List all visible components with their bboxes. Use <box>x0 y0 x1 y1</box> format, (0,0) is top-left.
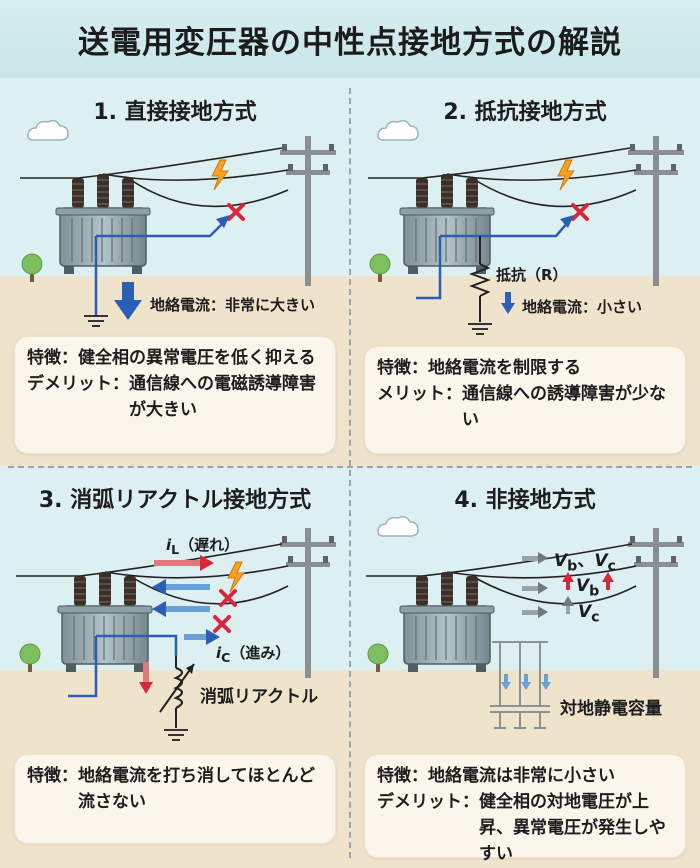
v-symbol: V <box>594 551 608 571</box>
panel-direct-grounding: 1. 直接接地方式 地絡電流：非常に大きい 特徴：健全相の異常電圧を低く抑える … <box>0 78 350 466</box>
v-subscript: b <box>567 558 578 575</box>
capacitance-label: 対地静電容量 <box>560 699 662 719</box>
capacitance-network <box>490 641 550 729</box>
iC-subscript: C <box>221 650 231 665</box>
reactor-icon <box>159 656 195 728</box>
feature-key: 特徴： <box>377 766 428 786</box>
current-arrow-down <box>501 292 515 314</box>
voltage-label-mid: Vb <box>576 576 599 599</box>
iC-label: iC（進み） <box>216 642 290 665</box>
v-subscript: c <box>607 558 616 575</box>
merit-value: 通信線への誘導障害が少ない <box>462 384 666 430</box>
fault-current-path <box>416 219 571 300</box>
resistor-icon <box>469 236 491 322</box>
panel-title: 4. 非接地方式 <box>454 488 596 513</box>
page-title: 送電用変圧器の中性点接地方式の解説 <box>78 24 622 61</box>
horizontal-divider <box>8 466 692 468</box>
voltage-label-top: Vb、Vc <box>554 546 616 574</box>
demerit-value: 健全相の対地電圧が上昇、異常電圧が発生しやすい <box>479 792 666 864</box>
v-symbol: V <box>578 602 592 622</box>
title-bar: 送電用変圧器の中性点接地方式の解説 <box>0 0 700 78</box>
demerit-value: 通信線への電磁誘導障害が大きい <box>129 374 316 420</box>
ground-current-label: 地絡電流：小さい <box>522 298 643 316</box>
v-symbol: V <box>554 551 568 571</box>
power-lines <box>368 147 637 208</box>
merit-key: メリット： <box>377 384 462 404</box>
power-lines <box>20 147 289 208</box>
iL-subscript: L <box>171 542 180 557</box>
neutral-line <box>68 634 178 698</box>
iC-arrows <box>152 579 220 645</box>
current-arrow-down <box>114 282 142 320</box>
feature-key: 特徴： <box>27 766 78 786</box>
capacitance-arrows <box>501 674 551 690</box>
voltage-arrows <box>522 552 614 618</box>
info-card: 特徴：地絡電流を打ち消してほとんど流さない <box>14 754 336 844</box>
panel-title: 2. 抵抗接地方式 <box>443 100 607 125</box>
iL-label: iL（遅れ） <box>166 534 239 557</box>
v-separator: 、 <box>577 551 595 571</box>
v-symbol: V <box>576 576 590 596</box>
panel-title: 1. 直接接地方式 <box>93 100 257 125</box>
voltage-label-low: Vc <box>578 602 600 625</box>
panel-title: 3. 消弧リアクトル接地方式 <box>38 488 312 513</box>
panel-arc-suppression-grounding: 3. 消弧リアクトル接地方式 iL（遅れ） iC（進み） 消弧リアクトル 特徴：… <box>0 466 350 868</box>
info-card: 特徴：地絡電流は非常に小さい デメリット：健全相の対地電圧が上昇、異常電圧が発生… <box>364 754 686 864</box>
reactor-label: 消弧リアクトル <box>200 687 319 707</box>
feature-key: 特徴： <box>27 348 78 368</box>
ground-current-label: 地絡電流：非常に大きい <box>150 296 316 314</box>
feature-value: 地絡電流は非常に小さい <box>428 766 615 786</box>
current-arrow-down <box>139 662 153 694</box>
iL-arrow <box>154 555 214 571</box>
feature-value: 地絡電流を打ち消してほとんど流さない <box>78 766 315 812</box>
feature-key: 特徴： <box>377 358 428 378</box>
v-subscript: b <box>589 583 600 600</box>
demerit-key: デメリット： <box>377 792 479 812</box>
info-card: 特徴：地絡電流を制限する メリット：通信線への誘導障害が少ない <box>364 346 686 454</box>
demerit-key: デメリット： <box>27 374 129 394</box>
iL-symbol: i <box>166 536 172 554</box>
resistor-label: 抵抗（R） <box>496 266 568 284</box>
iL-note: （遅れ） <box>179 536 240 554</box>
v-subscript: c <box>591 609 600 626</box>
panel-resistance-grounding: 2. 抵抗接地方式 抵抗（R） 地絡電流：小さい 特徴：地絡電流を制限する メリ… <box>350 78 700 466</box>
panel-ungrounded: 4. 非接地方式 Vb、Vc Vb Vc 対地静電容量 特徴：地絡電流は非常に小… <box>350 466 700 868</box>
feature-value: 健全相の異常電圧を低く抑える <box>78 348 316 368</box>
iC-note: （進み） <box>230 644 291 662</box>
vertical-divider <box>349 88 351 858</box>
feature-value: 地絡電流を制限する <box>428 358 581 378</box>
power-lines <box>366 543 637 605</box>
iC-symbol: i <box>216 644 222 662</box>
info-card: 特徴：健全相の異常電圧を低く抑える デメリット：通信線への電磁誘導障害が大きい <box>14 336 336 454</box>
fault-current-path <box>94 219 227 316</box>
